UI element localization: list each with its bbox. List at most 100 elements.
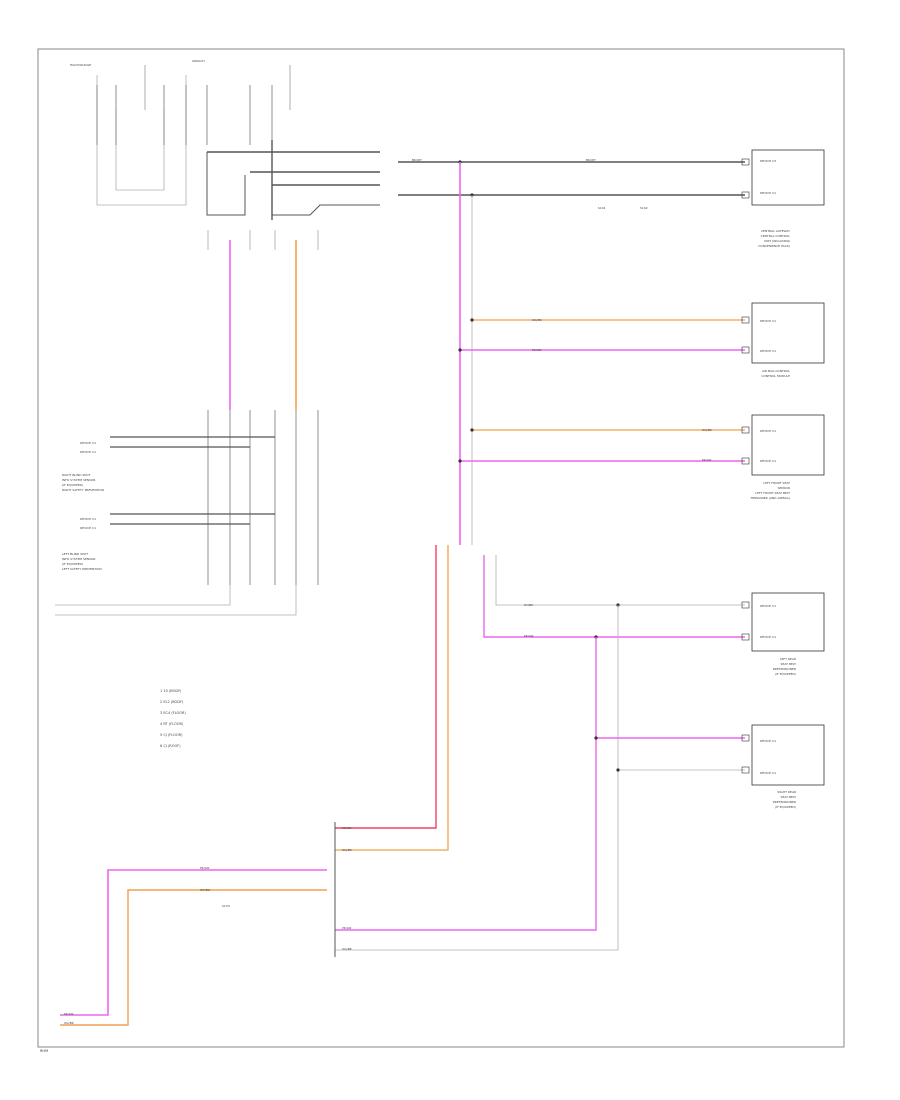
svg-text:UNIT (INCLUDING: UNIT (INCLUDING <box>764 239 791 243</box>
wire-label: PK/GN <box>64 1012 73 1016</box>
splice-dot <box>458 459 462 463</box>
left-block-caption-right-bsis: RIGHT BLIND SPOT INFO SYSTEM SENSOR (IF … <box>62 473 104 492</box>
wire-label: PK/GN <box>200 866 209 870</box>
module-pin-label: DEVICE C1 <box>760 604 776 608</box>
svg-text:LEFT BLIND SPOT: LEFT BLIND SPOT <box>62 552 88 556</box>
splice-dot <box>594 736 598 740</box>
svg-text:RIGHT REAR: RIGHT REAR <box>778 790 796 794</box>
wire-label: OG/BK <box>342 947 353 951</box>
wire-label: PK/GN <box>342 926 351 930</box>
terminal <box>741 426 750 434</box>
legend-item: 6 CJ (ROOF) <box>160 744 181 748</box>
module-pin-label: DEVICE C1 <box>760 191 776 195</box>
module-lh-front-seat <box>751 414 825 476</box>
wire-grey <box>55 585 231 606</box>
wire-grey <box>335 605 619 951</box>
wire-label: PK/GN <box>524 634 533 638</box>
wire-label: OG/BK <box>64 1021 75 1025</box>
left-block-caption-left-bsis: LEFT BLIND SPOT INFO SYSTEM SENSOR (IF E… <box>62 552 102 571</box>
module-caption-lh-rear: LEFT REAR SEAT BELT PRETENSIONER (IF EQU… <box>773 657 796 676</box>
terminal <box>741 633 750 641</box>
module-pin-label: DEVICE C1 <box>760 739 776 743</box>
legend-item: 1 10 (BODY) <box>160 689 182 693</box>
wire-label: PK/GN <box>342 826 351 830</box>
wire-pink <box>483 555 745 638</box>
wire-label: OG/BK <box>532 318 543 322</box>
legend-item: 2 EL2 (BODY) <box>160 700 184 704</box>
module-pin-label: DEVICE C1 <box>760 429 776 433</box>
svg-text:(IF EQUIPPED): (IF EQUIPPED) <box>62 562 83 566</box>
module-lh-rear <box>751 592 825 652</box>
svg-text:TENSIONER (AND AIRBAG): TENSIONER (AND AIRBAG) <box>749 496 790 500</box>
wire-label: BK/WT <box>412 158 422 162</box>
module-layer <box>334 149 825 957</box>
module-caption-rh-rear: RIGHT REAR SEAT BELT PRETENSIONER (IF EQ… <box>773 790 796 809</box>
left-pin-label: DEVICE C1 <box>80 517 96 521</box>
module-caption-airbag: AIR BAG CONTROL CONTROL MODULE <box>761 369 790 378</box>
module-caption-central-gateway: CENTRAL GATEWAY CENTRAL CONTROL UNIT (IN… <box>758 229 790 248</box>
splice-dot <box>616 768 620 772</box>
wire-orange <box>335 545 449 851</box>
svg-text:(IF EQUIPPED): (IF EQUIPPED) <box>775 672 796 676</box>
wire-red <box>335 545 437 829</box>
module-pin-label: DEVICE C3 <box>760 159 776 163</box>
splice-dot <box>458 348 462 352</box>
module-pin-label: DEVICE C1 <box>760 459 776 463</box>
svg-text:CENTRAL GATEWAY: CENTRAL GATEWAY <box>761 229 790 233</box>
module-caption-lh-front: LEFT FRONT SEAT SENSOR LEFT FRONT SEAT B… <box>749 481 790 500</box>
splice-dot <box>470 428 474 432</box>
wire-label: PK/GN <box>532 348 541 352</box>
module-pin-label: DEVICE C1 <box>760 349 776 353</box>
terminal <box>741 601 750 609</box>
svg-text:(IF EQUIPPED): (IF EQUIPPED) <box>62 483 83 487</box>
module-airbag <box>751 302 825 364</box>
terminal <box>741 734 750 742</box>
svg-text:INFO SYSTEM SENSOR: INFO SYSTEM SENSOR <box>62 557 95 561</box>
svg-text:CENTRAL CONTROL: CENTRAL CONTROL <box>761 234 791 238</box>
svg-text:RIGHT SAFETY PREVENTION: RIGHT SAFETY PREVENTION <box>62 488 104 492</box>
wire-label: GY/BK <box>524 603 534 607</box>
splice-label: S101 <box>598 206 606 210</box>
svg-text:(IF EQUIPPED): (IF EQUIPPED) <box>775 805 796 809</box>
module-pin-label: DEVICE C1 <box>760 635 776 639</box>
wire-label: OG/BK <box>702 428 713 432</box>
wire-grey <box>495 555 745 606</box>
svg-text:RIGHT BLIND SPOT: RIGHT BLIND SPOT <box>62 473 91 477</box>
wire-pink <box>335 637 597 931</box>
legend-item: 5 CJ (FLOOR) <box>160 733 183 737</box>
svg-text:LEFT FRONT SEAT BELT: LEFT FRONT SEAT BELT <box>755 491 790 495</box>
svg-text:AIR BAG CONTROL: AIR BAG CONTROL <box>762 369 790 373</box>
terminal <box>741 316 750 324</box>
svg-text:PRETENSIONER: PRETENSIONER <box>773 800 796 804</box>
svg-text:LEFT SAFETY PREVENTION: LEFT SAFETY PREVENTION <box>62 567 102 571</box>
top-connector-label: HIGHVOLTAGE <box>70 63 91 67</box>
module-central-gateway <box>751 149 825 206</box>
left-pin-label: DEVICE C1 <box>80 441 96 445</box>
svg-text:SEAT BELT: SEAT BELT <box>781 662 797 666</box>
wire-label: BK/WT <box>586 158 596 162</box>
svg-text:SENSOR: SENSOR <box>778 486 790 490</box>
terminal <box>741 766 750 774</box>
splice-dot <box>470 318 474 322</box>
wire-black <box>206 152 246 216</box>
svg-text:CONTROL MODULE: CONTROL MODULE <box>761 374 790 378</box>
svg-text:LEFT FRONT SEAT: LEFT FRONT SEAT <box>763 481 790 485</box>
wire-grey <box>55 585 297 616</box>
svg-text:INFO SYSTEM SENSOR: INFO SYSTEM SENSOR <box>62 478 95 482</box>
splice-label: S102 <box>640 206 648 210</box>
module-pin-label: DEVICE C1 <box>760 319 776 323</box>
terminal <box>741 457 750 465</box>
wire-label: WT/BK <box>200 888 211 892</box>
wire-loop <box>96 75 187 206</box>
module-rh-rear <box>751 724 825 786</box>
svg-text:PRETENSIONER: PRETENSIONER <box>773 667 796 671</box>
wire-layer <box>55 65 745 1026</box>
diagram-frame <box>37 48 845 1048</box>
wire-pink <box>60 869 327 1016</box>
terminal <box>741 191 750 199</box>
left-pin-label: DEVICE C1 <box>80 526 96 530</box>
wire-black <box>272 204 380 216</box>
footer-label: RHM <box>40 1049 48 1053</box>
ground-legend: 1 10 (BODY) 2 EL2 (BODY) 3 EC4 (FLOOR) 4… <box>160 689 186 748</box>
